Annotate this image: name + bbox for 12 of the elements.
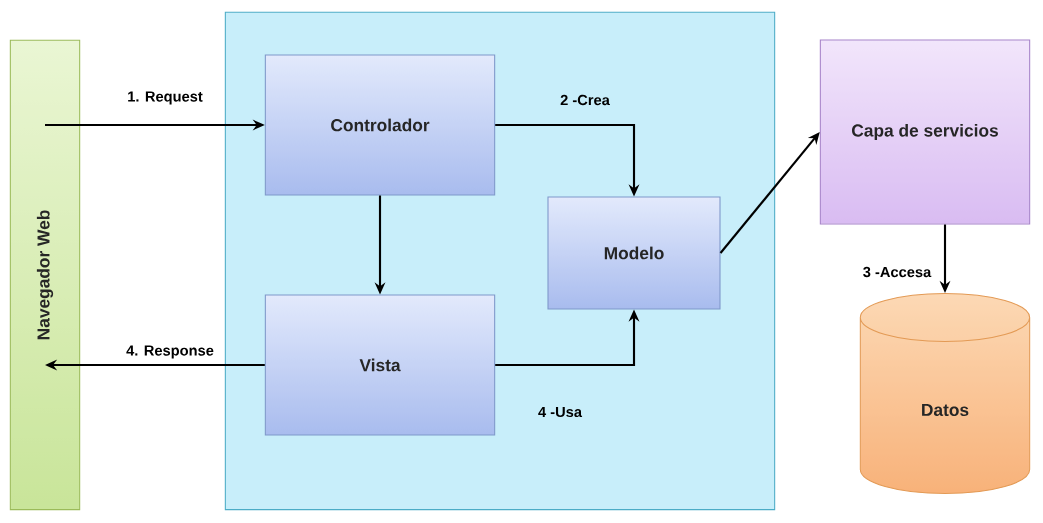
process-box: Controlador bbox=[264, 54, 496, 196]
process-box: Modelo bbox=[547, 196, 721, 310]
service-box: Capa de servicios bbox=[819, 39, 1031, 225]
edge-label: 4 -Usa bbox=[538, 406, 583, 418]
edge-label: 4. Response bbox=[126, 345, 214, 359]
process-box: Vista bbox=[264, 294, 496, 436]
edge-label: 3 -Accesa bbox=[863, 266, 932, 278]
edge-label: 2 -Crea bbox=[560, 94, 610, 106]
edge-label: 1. Request bbox=[128, 91, 203, 105]
arrow bbox=[719, 132, 820, 254]
browser-bar: Navegador Web bbox=[9, 39, 81, 511]
database-cylinder: Datos bbox=[859, 293, 1031, 495]
